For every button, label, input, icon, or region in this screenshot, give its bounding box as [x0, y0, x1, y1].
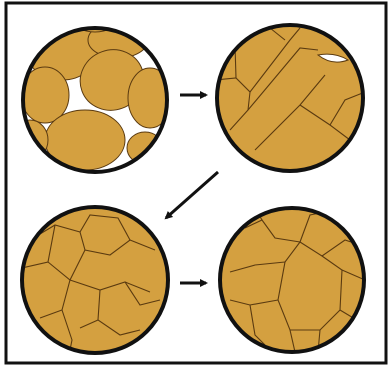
panel-2-necking — [215, 25, 365, 171]
panel-3-consolidated — [22, 207, 168, 353]
panel-4-grain-growth — [220, 208, 365, 352]
